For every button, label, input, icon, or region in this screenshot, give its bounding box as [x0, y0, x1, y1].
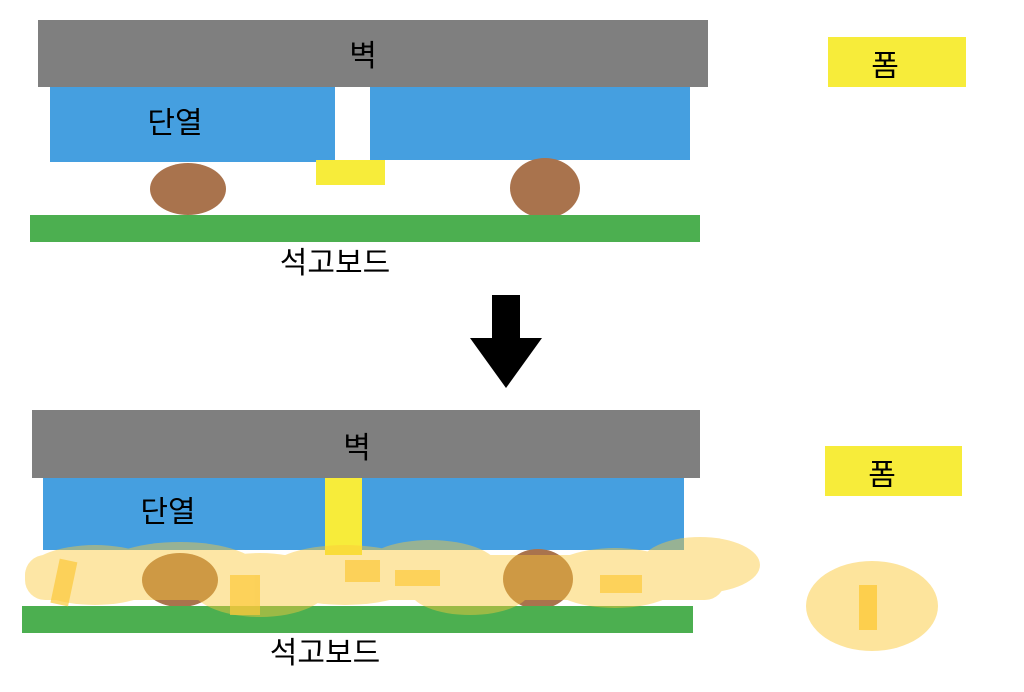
foam-strip: [316, 160, 385, 185]
wall-label: 벽: [343, 431, 371, 466]
insulation-label: 단열: [147, 106, 202, 141]
gypsum-board: [22, 606, 693, 633]
legend-foam-core: [859, 585, 877, 630]
gypsum-label: 석고보드: [280, 246, 390, 281]
insulation-label: 단열: [140, 495, 195, 530]
before-diagram: 벽 단열 석고보드: [30, 20, 708, 281]
insulation-left: [43, 478, 325, 550]
legend-foam-swatch: [825, 446, 962, 496]
after-diagram: 벽 단열 석고보드: [22, 410, 760, 671]
insulation-left: [50, 87, 335, 162]
wall-label: 벽: [349, 39, 377, 74]
gypsum-board: [30, 215, 700, 242]
legend-bottom: 폼: [806, 446, 962, 651]
legend-foam-swatch: [828, 37, 966, 87]
legend-foam-label: 폼: [868, 458, 896, 493]
adhesive-dab-right: [503, 549, 573, 609]
adhesive-dab-left: [142, 553, 218, 607]
adhesive-dab-left: [150, 163, 226, 215]
legend-foam-label: 폼: [871, 49, 899, 84]
wall: [32, 410, 700, 478]
legend-top: 폼: [828, 37, 966, 87]
foam-chunks: [50, 558, 642, 615]
foam-filled-gap: [325, 478, 362, 555]
wall: [38, 20, 708, 87]
insulation-right: [362, 478, 684, 550]
gypsum-label: 석고보드: [270, 636, 380, 671]
insulation-right: [370, 87, 690, 160]
adhesive-dab-right: [510, 158, 580, 218]
arrow-down-icon: [470, 295, 542, 388]
